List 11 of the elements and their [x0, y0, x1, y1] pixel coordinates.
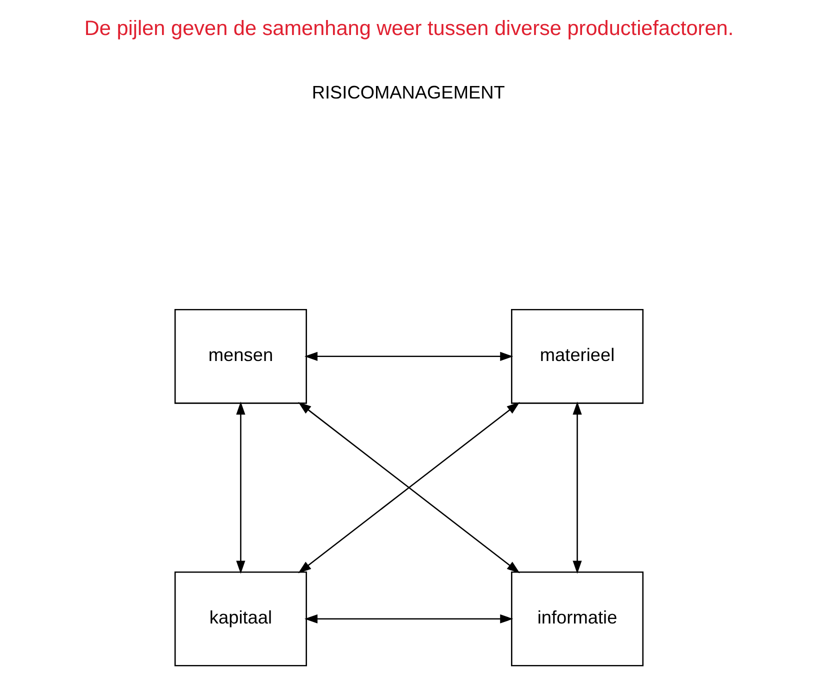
arrow [304, 352, 513, 361]
arrow [572, 402, 582, 574]
arrow [236, 402, 245, 574]
label: RISICOMANAGEMENT [311, 82, 504, 103]
arrow [304, 614, 513, 624]
node-box: mensen [174, 308, 306, 404]
arrow [298, 402, 520, 574]
node-box: informatie [510, 571, 644, 666]
node-box: kapitaal [174, 571, 306, 666]
node-box: materieel [510, 308, 644, 404]
diagram-title: De pijlen geven de samenhang weer tussen diverse productiefactoren. [84, 17, 734, 40]
